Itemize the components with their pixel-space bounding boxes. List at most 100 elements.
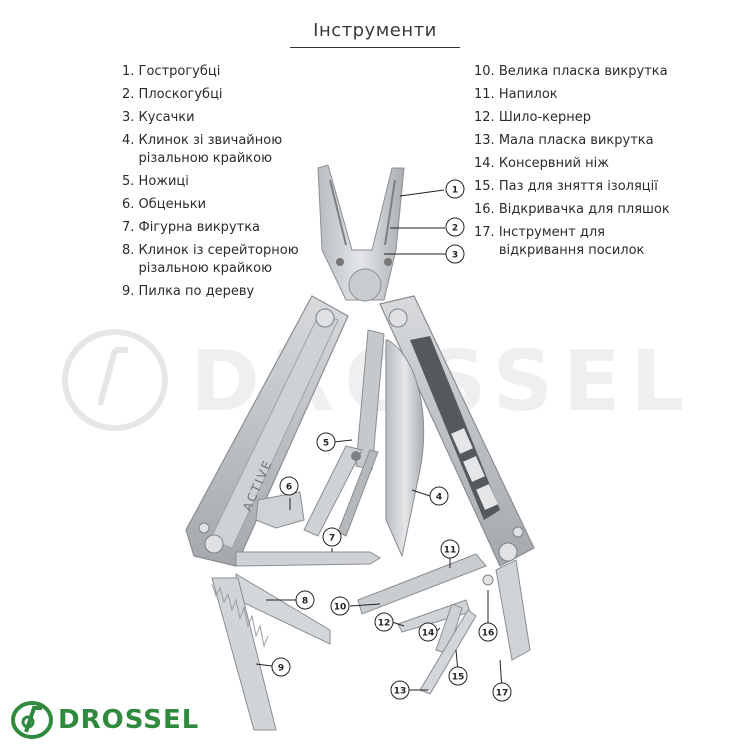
item-number: 10. [474, 64, 495, 79]
callout-7: 7 [322, 527, 342, 547]
brand-logo: DROSSEL [10, 700, 199, 740]
list-item: 4. Клинок зі звичайною різальною крайкою [122, 132, 322, 168]
list-item: 11. Напилок [474, 86, 674, 104]
svg-text:8: 8 [302, 597, 308, 607]
brand-name: DROSSEL [58, 705, 200, 735]
callout-14: 14 [418, 622, 438, 642]
item-label: Обценьки [138, 197, 207, 212]
svg-text:10: 10 [334, 603, 347, 613]
item-number: 4. [122, 133, 135, 148]
item-number: 16. [474, 202, 495, 217]
left-handle: ACTIVE [185, 295, 349, 567]
title-block: Інструменти [290, 20, 460, 48]
item-label: Кусачки [138, 110, 195, 125]
item-number: 8. [122, 243, 135, 258]
item-number: 5. [122, 174, 135, 189]
item-number: 17. [474, 225, 495, 240]
list-item: 7. Фігурна викрутка [122, 219, 322, 237]
item-label: Фігурна викрутка [138, 220, 261, 235]
list-item: 8. Клинок із серейторною різальною крайк… [122, 242, 322, 278]
svg-text:5: 5 [323, 439, 329, 449]
parcel-opener [495, 559, 531, 661]
item-label: Гострогубці [138, 64, 221, 79]
pivot [482, 574, 494, 586]
callout-17: 17 [492, 682, 512, 702]
callout-2: 2 [445, 217, 465, 237]
svg-text:17: 17 [496, 689, 509, 699]
item-label: Клинок із серейторною різальною крайкою [138, 243, 299, 276]
item-label: Інструмент для відкривання посилок [498, 225, 645, 258]
item-number: 7. [122, 220, 135, 235]
item-label: Пилка по дереву [138, 284, 255, 299]
list-item: 6. Обценьки [122, 196, 322, 214]
svg-text:14: 14 [422, 629, 435, 639]
list-item: 16. Відкривачка для пляшок [474, 201, 674, 219]
svg-text:15: 15 [452, 673, 465, 683]
item-number: 13. [474, 133, 495, 148]
phillips-screwdriver [235, 551, 381, 567]
file [357, 553, 487, 615]
item-number: 9. [122, 284, 135, 299]
callout-6: 6 [279, 476, 299, 496]
callout-4: 4 [429, 486, 449, 506]
svg-text:12: 12 [378, 619, 391, 629]
item-label: Ножиці [138, 174, 189, 189]
item-label: Плоскогубці [138, 87, 223, 102]
list-item: 3. Кусачки [122, 109, 322, 127]
callout-9: 9 [271, 657, 291, 677]
item-label: Шило-кернер [498, 110, 591, 125]
callout-16: 16 [478, 622, 498, 642]
list-item: 13. Мала пласка викрутка [474, 132, 674, 150]
list-item: 2. Плоскогубці [122, 86, 322, 104]
list-item: 10. Велика пласка викрутка [474, 63, 674, 81]
item-number: 3. [122, 110, 135, 125]
callout-11: 11 [440, 539, 460, 559]
item-number: 14. [474, 156, 495, 171]
svg-text:13: 13 [394, 687, 407, 697]
callout-8: 8 [295, 590, 315, 610]
item-number: 2. [122, 87, 135, 102]
svg-text:6: 6 [286, 483, 292, 493]
callout-1: 1 [445, 179, 465, 199]
item-label: Паз для зняття ізоляції [498, 179, 658, 194]
tool-list-left: 1. Гострогубці 2. Плоскогубці 3. Кусачки… [122, 63, 322, 306]
callout-13: 13 [390, 680, 410, 700]
list-item: 5. Ножиці [122, 173, 322, 191]
svg-text:7: 7 [329, 534, 335, 544]
svg-text:4: 4 [436, 493, 442, 503]
item-label: Велика пласка викрутка [498, 64, 668, 79]
list-item: 17. Інструмент для відкривання посилок [474, 224, 674, 260]
list-item: 12. Шило-кернер [474, 109, 674, 127]
item-number: 15. [474, 179, 495, 194]
scissors [303, 329, 385, 537]
item-label: Мала пласка викрутка [498, 133, 654, 148]
list-item: 15. Паз для зняття ізоляції [474, 178, 674, 196]
small-screwdriver [419, 609, 477, 695]
item-number: 1. [122, 64, 135, 79]
svg-text:9: 9 [278, 664, 284, 674]
svg-text:11: 11 [444, 546, 457, 556]
callout-12: 12 [374, 612, 394, 632]
straight-blade [385, 339, 425, 558]
svg-text:16: 16 [482, 629, 495, 639]
item-label: Відкривачка для пляшок [498, 202, 670, 217]
svg-text:3: 3 [452, 251, 458, 261]
right-handle [379, 295, 535, 567]
saw-teeth [211, 583, 269, 648]
item-label: Клинок зі звичайною різальною крайкою [138, 133, 283, 166]
pliers-jaws [317, 164, 405, 302]
page-title: Інструменти [290, 20, 460, 48]
list-item: 9. Пилка по дереву [122, 283, 322, 301]
callout-3: 3 [445, 244, 465, 264]
item-label: Консервний ніж [498, 156, 609, 171]
tool-list-right: 10. Велика пласка викрутка 11. Напилок 1… [474, 63, 674, 265]
item-number: 11. [474, 87, 495, 102]
wood-saw [211, 577, 277, 731]
drossel-logo-icon [11, 701, 53, 739]
item-label: Напилок [498, 87, 558, 102]
list-item: 14. Консервний ніж [474, 155, 674, 173]
callout-5: 5 [316, 432, 336, 452]
item-number: 6. [122, 197, 135, 212]
item-number: 12. [474, 110, 495, 125]
